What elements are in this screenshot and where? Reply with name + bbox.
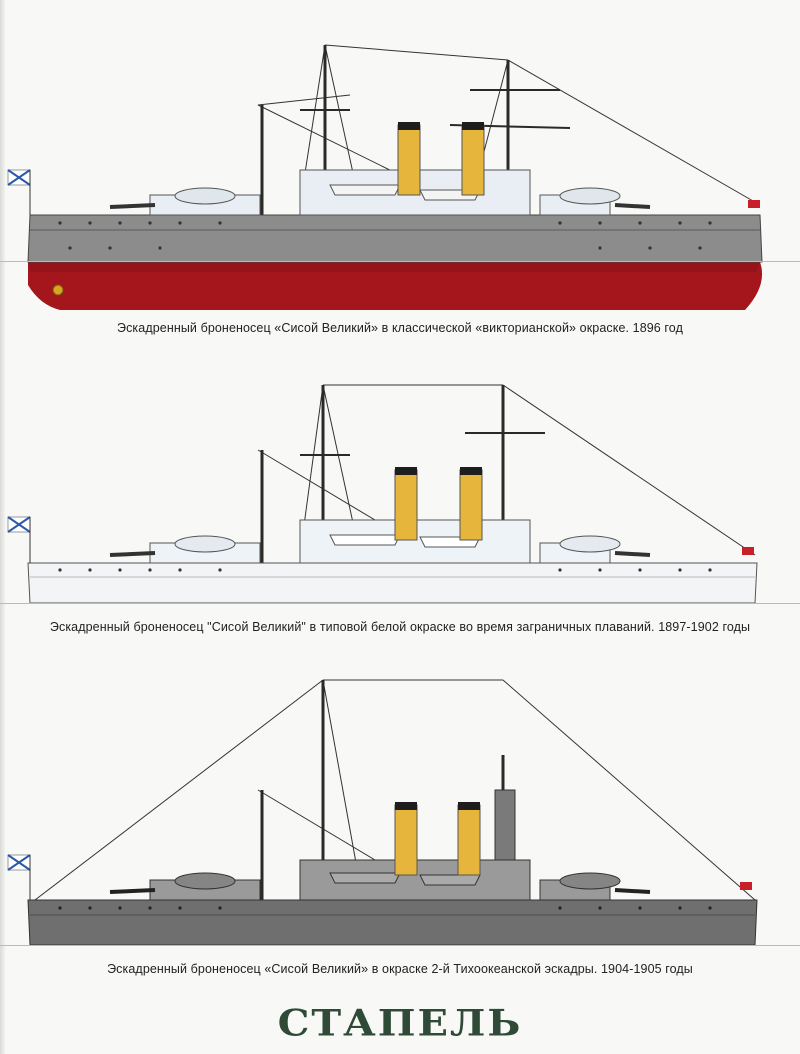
hull-white (27, 562, 758, 604)
caption-1897-1902: Эскадренный броненосец "Сисой Великий" в… (49, 620, 751, 634)
ship-profile-victorian (7, 44, 763, 310)
caption-1896: Эскадренный броненосец «Сисой Великий» в… (117, 321, 683, 335)
waterline (0, 945, 800, 946)
funnel-aft (459, 469, 483, 541)
publisher-logo: СТАПЕЛЬ (277, 1002, 523, 1045)
waterline (0, 261, 800, 262)
funnel-fore (394, 804, 418, 876)
page-edge-shadow (0, 0, 6, 1054)
ship-profile-war (7, 679, 758, 946)
caption-1904-1905: Эскадренный броненосец «Сисой Великий» в… (107, 962, 693, 976)
portholes-row (58, 906, 712, 910)
funnel-fore (397, 124, 421, 196)
portholes-row (58, 221, 712, 250)
hull-lower (28, 262, 763, 310)
ship-profile-white (7, 384, 758, 604)
ship-plate-1897-1902: Эскадренный броненосец "Сисой Великий" в… (0, 345, 800, 660)
ship-plate-1904-1905: Эскадренный броненосец «Сисой Великий» в… (0, 660, 800, 995)
funnel-aft (461, 124, 485, 196)
waterline (0, 603, 800, 604)
ship-plate-1896: Эскадренный броненосец «Сисой Великий» в… (0, 0, 800, 345)
funnel-fore (394, 469, 418, 541)
portholes-row (58, 568, 712, 572)
hull-war (27, 899, 758, 946)
funnel-aft (457, 804, 481, 876)
hull-upper (27, 214, 763, 263)
